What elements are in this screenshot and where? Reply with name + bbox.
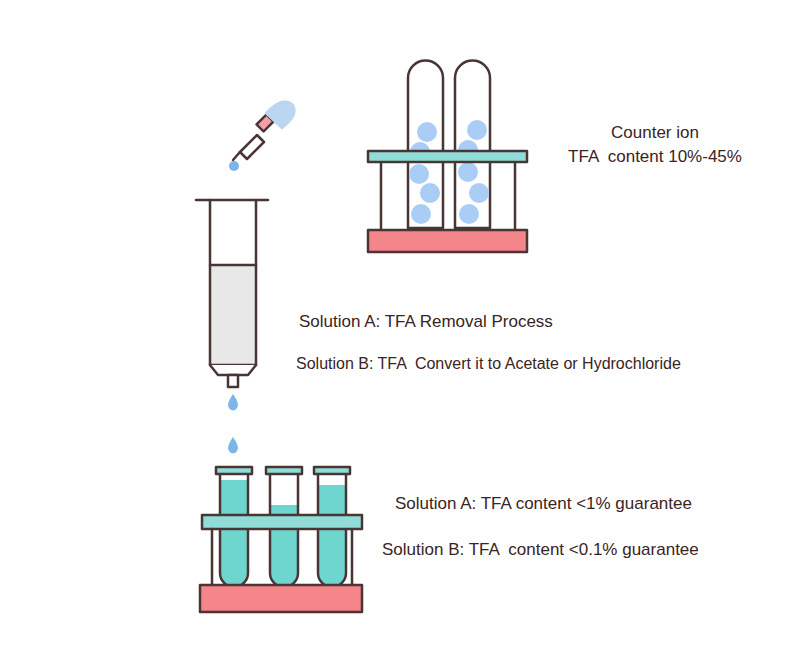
label-text: Solution B: TFA Convert it to Acetate or… <box>296 354 681 373</box>
tube-rack-bottom <box>200 467 362 612</box>
dropper <box>229 101 294 171</box>
column <box>196 200 268 454</box>
label-text: Solution A: TFA Removal Process <box>299 312 553 332</box>
label-text: TFA content 10%-45% <box>568 147 742 167</box>
label-text: Counter ion <box>611 123 699 143</box>
label-text: Solution B: TFA content <0.1% guarantee <box>382 540 699 560</box>
tube-rack-top <box>368 61 527 253</box>
label-text: Solution A: TFA content <1% guarantee <box>395 494 692 514</box>
